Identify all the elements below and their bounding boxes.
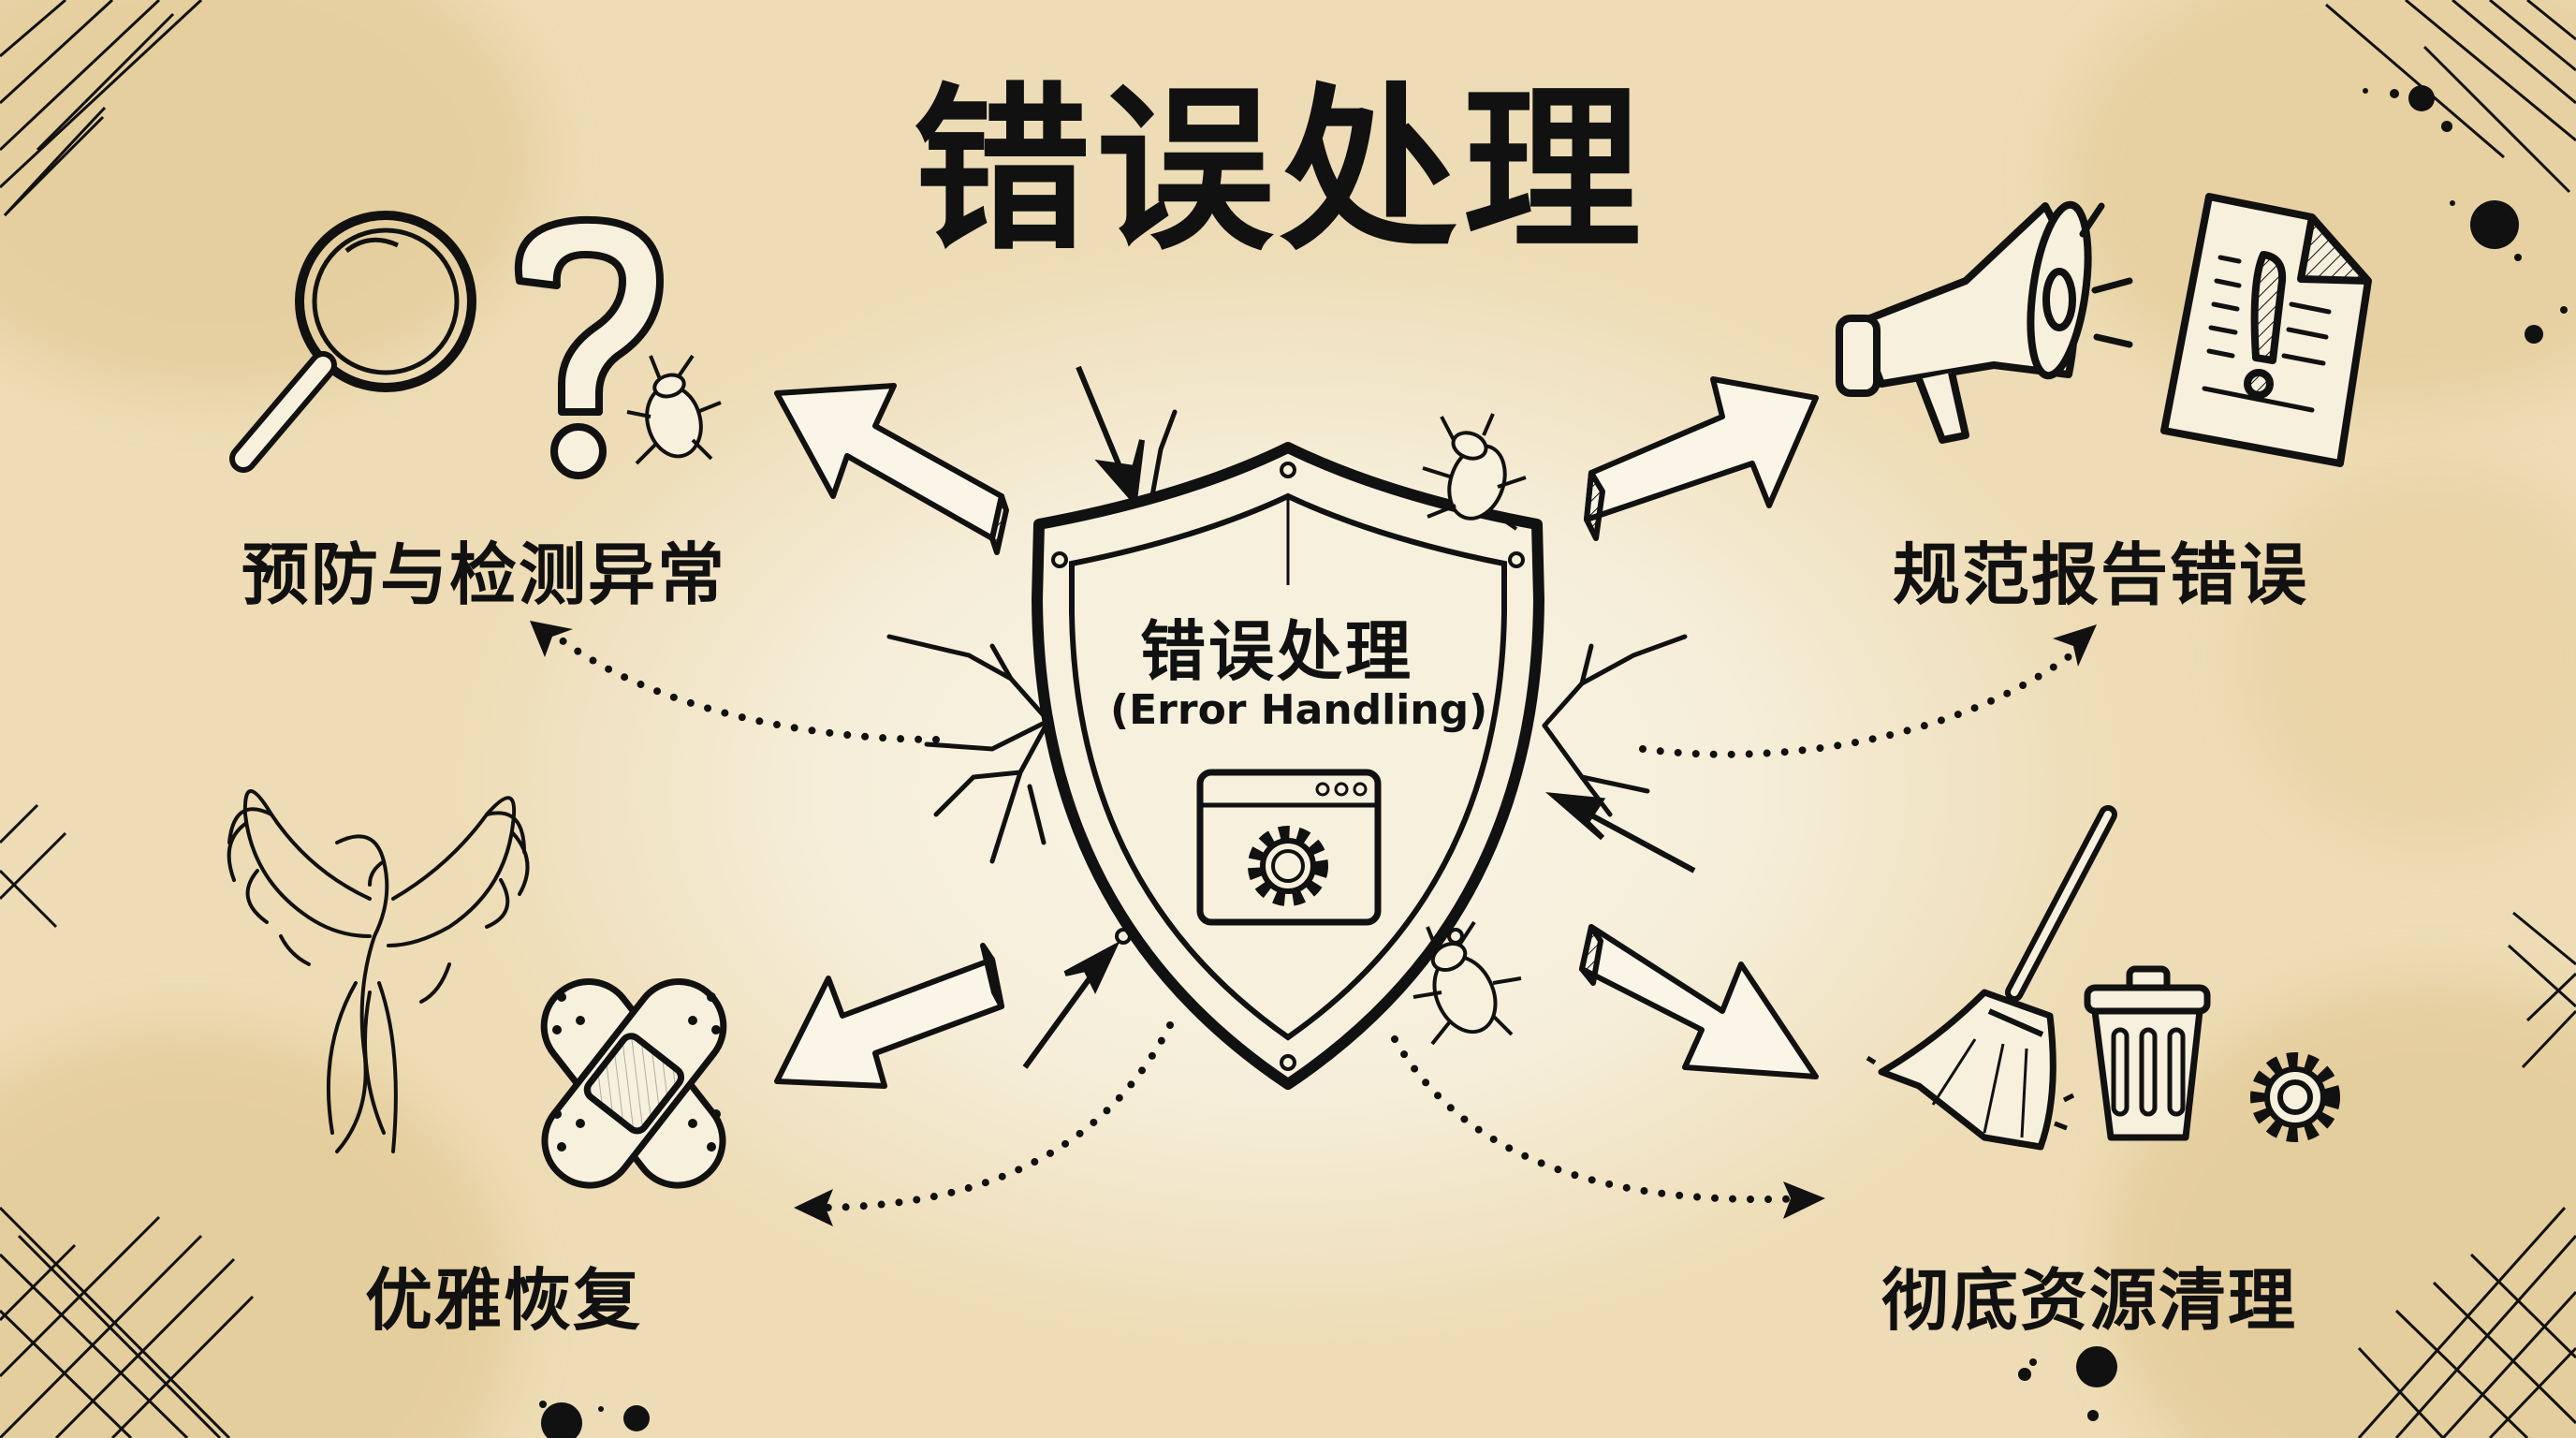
window-gear-icon	[1196, 769, 1382, 926]
block-arrow-bottom-left	[774, 943, 1004, 1089]
section-label-graceful-recovery: 优雅恢复	[365, 1261, 643, 1340]
corner-hatch-top-left	[0, 0, 203, 217]
paper-stain	[2247, 468, 2576, 843]
magnifier-icon	[229, 211, 476, 473]
shield-title: 错误处理	[1140, 613, 1413, 690]
megaphone-icon	[1836, 200, 2133, 444]
phoenix-icon	[227, 789, 530, 1153]
bug-icon	[626, 354, 722, 465]
ink-splatter	[539, 85, 2568, 1438]
block-arrow-top-right	[1584, 376, 1819, 541]
section-label-prevent-detect: 预防与检测异常	[242, 536, 727, 614]
shield-subtitle: (Error Handling)	[1110, 686, 1488, 734]
corner-hatch-top-right	[2325, 0, 2576, 194]
main-title: 错误处理	[913, 67, 1647, 274]
block-arrow-top-left	[774, 383, 1009, 555]
bug-icon	[1422, 413, 1527, 531]
document-alert-icon	[2160, 193, 2372, 467]
section-label-report-errors: 规范报告错误	[1893, 536, 2309, 614]
shield-icon	[1032, 442, 1544, 1090]
dotted-connector	[553, 633, 2086, 1211]
trash-gear-icon	[2084, 965, 2340, 1142]
impact-arrow	[1022, 365, 1696, 1069]
corner-crosshatch-bottom-right	[2357, 911, 2576, 1438]
broom-icon	[1866, 805, 2117, 1151]
section-label-resource-cleanup: 彻底资源清理	[1881, 1261, 2298, 1340]
bug-icon	[1412, 920, 1522, 1046]
dotted-arrowhead	[530, 621, 2097, 1226]
question-mark-icon	[514, 215, 664, 479]
corner-crosshatch-bottom-left	[0, 803, 255, 1438]
bandage-icon	[540, 978, 727, 1189]
block-arrow-bottom-right	[1579, 924, 1819, 1079]
